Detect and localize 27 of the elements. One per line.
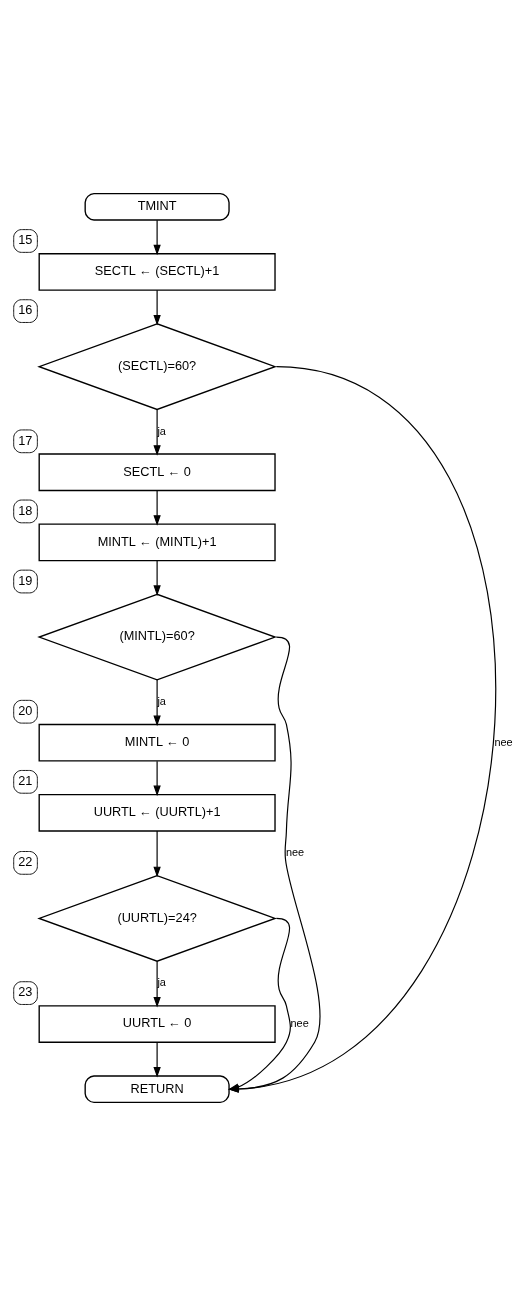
arrow [153,960,161,1007]
arrow [228,917,291,1091]
arrow [153,760,161,796]
arrow [153,830,161,877]
arrow [153,408,161,456]
node-label: 21 [18,772,33,788]
node-label: 18 [18,502,33,518]
node-label: 17 [18,432,33,448]
edge-label: nee [290,1016,309,1029]
arrow [153,289,161,325]
edge-label: nee [285,845,305,858]
node-label: 19 [18,572,33,588]
node-label: 20 [18,702,33,718]
node-box: TMINT [84,192,230,221]
node-label: 22 [18,853,33,869]
arrow [228,636,321,1093]
node-box: RETURN [84,1074,230,1103]
arrow [153,1041,161,1077]
edge-label: nee [494,735,513,748]
arrow [153,219,161,255]
arrow [153,489,161,526]
arrow [153,678,161,726]
node-label: 16 [18,301,33,317]
arrow [228,365,496,1093]
node-label: 23 [18,983,33,999]
node-label: 15 [18,231,33,247]
arrow [153,559,161,596]
